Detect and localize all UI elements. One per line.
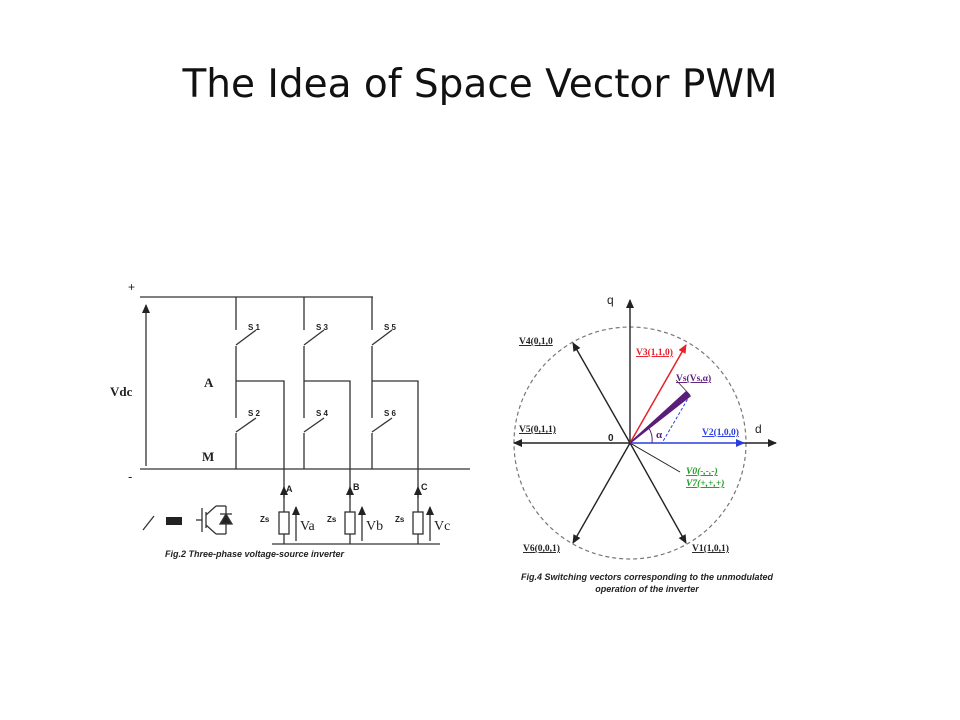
v4-label: V4(0,1,0 (519, 336, 553, 347)
zs-label-b: Zs (327, 515, 337, 524)
switch-label-s1: S 1 (248, 323, 261, 332)
vector-v3 (629, 344, 687, 444)
v7-label: V7(+,+,+) (686, 478, 724, 489)
phase-c-label: C (421, 482, 428, 492)
vector-v6 (572, 442, 631, 544)
zs-label-c: Zs (395, 515, 405, 524)
v2-label: V2(1,0,0) (702, 427, 739, 438)
switch-legend (142, 505, 234, 535)
phase-c-wire (372, 380, 419, 512)
q-axis-label: q (607, 293, 614, 307)
phase-a-wire (236, 380, 285, 512)
load-b (344, 511, 356, 535)
load-c (412, 511, 424, 535)
igbt-diode-icon (196, 505, 234, 535)
d-axis-label: d (755, 422, 762, 436)
dc-plus-label: + (128, 280, 135, 294)
vector-v0-v7 (629, 442, 681, 473)
vs-projection (661, 394, 691, 444)
vs-label: Vs(Vs,α) (676, 373, 711, 384)
phase-a-label: A (286, 484, 293, 494)
switch-label-s4: S 4 (316, 409, 329, 418)
vs-leader (675, 379, 691, 396)
node-a-label: A (204, 375, 214, 390)
vc-label: Vc (434, 519, 450, 534)
origin-label: 0 (608, 433, 614, 444)
v6-label: V6(0,0,1) (523, 543, 560, 554)
v1-label: V1(1,0,1) (692, 543, 729, 554)
dc-minus-label: - (128, 469, 132, 484)
node-m-label: M (202, 449, 214, 464)
switch-label-s3: S 3 (316, 323, 329, 332)
v0-label: V0(-,-,-) (686, 466, 718, 477)
inverter-caption: Fig.2 Three-phase voltage-source inverte… (165, 549, 345, 559)
leg-a (235, 297, 257, 469)
vector-v4 (572, 342, 631, 444)
vb-label: Vb (366, 519, 383, 534)
va-label: Va (300, 519, 316, 534)
v5-label: V5(0,1,1) (519, 424, 556, 435)
switch-symbol (142, 515, 155, 531)
phase-b-label: B (353, 482, 360, 492)
vector-v1 (629, 442, 687, 544)
vector-diagram (513, 299, 777, 560)
leg-b (303, 297, 325, 469)
equals-symbol (166, 517, 182, 525)
phase-b-wire (304, 380, 351, 512)
v3-label: V3(1,1,0) (636, 347, 673, 358)
load-a (278, 511, 290, 535)
vector-caption-line2: operation of the inverter (595, 584, 699, 594)
alpha-arc (647, 426, 653, 444)
inverter-diagram (140, 296, 470, 545)
zs-label-a: Zs (260, 515, 270, 524)
vector-caption-line1: Fig.4 Switching vectors corresponding to… (521, 572, 774, 582)
switch-label-s6: S 6 (384, 409, 397, 418)
switch-label-s5: S 5 (384, 323, 397, 332)
switch-label-s2: S 2 (248, 409, 261, 418)
vdc-label: Vdc (110, 384, 133, 399)
vector-vs (629, 390, 692, 444)
slide-title: The Idea of Space Vector PWM (182, 62, 778, 107)
alpha-label: α (656, 429, 663, 441)
leg-c (371, 297, 393, 469)
